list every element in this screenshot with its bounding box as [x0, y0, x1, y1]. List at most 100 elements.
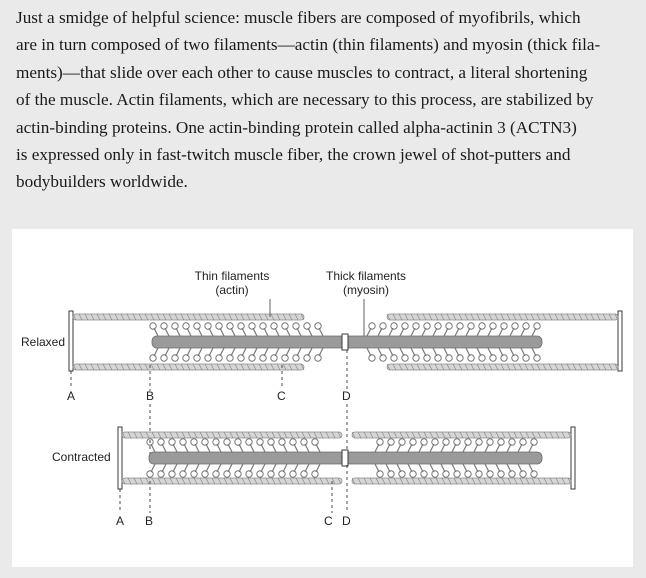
myosin-neck — [495, 443, 501, 453]
actin-twist — [386, 363, 619, 371]
myosin-neck — [432, 347, 438, 357]
myosin-head — [190, 470, 198, 478]
myosin-neck — [429, 443, 435, 453]
z-disc — [117, 426, 123, 490]
myosin-head — [237, 354, 245, 362]
myosin-head — [292, 322, 300, 330]
myosin-neck — [476, 347, 482, 357]
paragraph-line: ments)—that slide over each other to cau… — [16, 62, 588, 82]
myosin-head — [267, 438, 275, 446]
myosin-neck — [520, 327, 526, 337]
myosin-neck — [462, 463, 468, 473]
myosin-neck — [285, 327, 291, 337]
thick-filaments-title: Thick filaments — [325, 269, 407, 283]
myosin-head — [215, 322, 223, 330]
myosin-head — [215, 354, 223, 362]
myosin-head — [511, 322, 519, 330]
myosin-neck — [421, 327, 427, 337]
myosin-neck — [205, 463, 211, 473]
myosin-neck — [443, 347, 449, 357]
myosin-head — [423, 354, 431, 362]
myosin-neck — [282, 463, 288, 473]
myosin-neck — [432, 327, 438, 337]
myosin-neck — [219, 327, 225, 337]
myosin-head — [281, 354, 289, 362]
myosin-neck — [216, 443, 222, 453]
myosin-neck — [238, 443, 244, 453]
thick-filaments-sub: (myosin) — [342, 283, 389, 297]
myosin-head — [190, 438, 198, 446]
marker-b-relaxed: B — [146, 389, 155, 403]
myosin-neck — [249, 463, 255, 473]
myosin-neck — [531, 327, 537, 337]
relaxed-label: Relaxed — [21, 335, 66, 349]
myosin-head — [311, 438, 319, 446]
myosin-neck — [377, 347, 383, 357]
myosin-neck — [517, 463, 523, 473]
myosin-neck — [454, 327, 460, 337]
myosin-head — [390, 354, 398, 362]
myosin-neck — [429, 463, 435, 473]
myosin-neck — [172, 463, 178, 473]
myosin-neck — [172, 443, 178, 453]
myosin-head — [256, 438, 264, 446]
myosin-neck — [440, 443, 446, 453]
thin-filaments-sub: (actin) — [215, 283, 249, 297]
myosin-head — [530, 438, 538, 446]
myosin-neck — [249, 443, 255, 453]
myosin-neck — [451, 443, 457, 453]
myosin-head — [376, 470, 384, 478]
myosin-neck — [263, 327, 269, 337]
sarcomere-figure: Thin filaments (actin) Thick filaments (… — [12, 229, 633, 567]
myosin-neck — [473, 443, 479, 453]
myosin-neck — [304, 463, 310, 473]
myosin-head — [168, 470, 176, 478]
myosin-neck — [407, 463, 413, 473]
myosin-head — [204, 354, 212, 362]
myosin-head — [182, 354, 190, 362]
myosin-neck — [205, 443, 211, 453]
myosin-head — [300, 438, 308, 446]
paragraph-line: is expressed only in fast-twitch muscle … — [16, 145, 571, 165]
myosin-neck — [366, 347, 372, 357]
myosin-head — [478, 322, 486, 330]
myosin-neck — [374, 443, 380, 453]
myosin-head — [508, 438, 516, 446]
myosin-neck — [506, 463, 512, 473]
myosin-neck — [153, 347, 159, 357]
myosin-head — [171, 322, 179, 330]
myosin-head — [390, 322, 398, 330]
actin-twist — [121, 477, 342, 485]
myosin-neck — [230, 327, 236, 337]
myosin-head — [300, 470, 308, 478]
myosin-neck — [282, 443, 288, 453]
body-paragraph: Just a smidge of helpful science: muscle… — [16, 4, 634, 196]
myosin-head — [168, 438, 176, 446]
myosin-neck — [484, 463, 490, 473]
myosin-neck — [293, 443, 299, 453]
myosin-head — [314, 322, 322, 330]
myosin-neck — [487, 327, 493, 337]
thick-filaments-label: Thick filaments (myosin) — [312, 269, 420, 297]
myosin-neck — [528, 463, 534, 473]
myosin-head — [500, 354, 508, 362]
z-disc — [68, 310, 74, 372]
myosin-head — [278, 438, 286, 446]
myosin-head — [519, 470, 527, 478]
myosin-head — [442, 470, 450, 478]
myosin-head — [401, 354, 409, 362]
myosin-neck — [271, 443, 277, 453]
myosin-head — [179, 438, 187, 446]
myosin-head — [311, 470, 319, 478]
myosin-neck — [385, 463, 391, 473]
myosin-neck — [418, 443, 424, 453]
myosin-head — [281, 322, 289, 330]
myosin-head — [412, 322, 420, 330]
actin-twist — [121, 431, 342, 439]
myosin-neck — [410, 347, 416, 357]
myosin-neck — [252, 327, 258, 337]
myosin-neck — [186, 347, 192, 357]
myosin-head — [467, 354, 475, 362]
myosin-head — [409, 470, 417, 478]
myosin-head — [511, 354, 519, 362]
